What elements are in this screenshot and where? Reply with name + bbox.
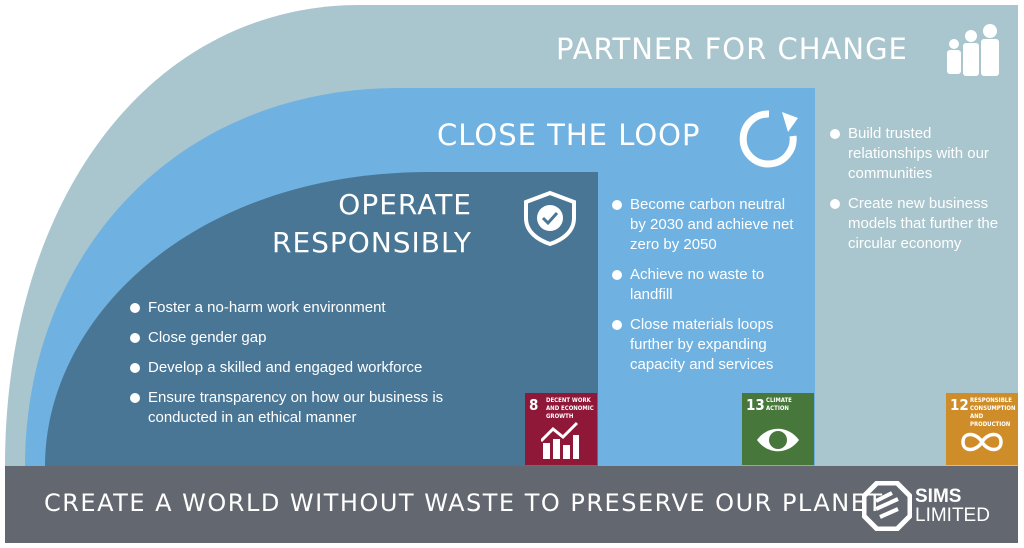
partner-title: PARTNER FOR CHANGE <box>556 32 908 66</box>
list-item: Achieve no waste to landfill <box>610 265 800 305</box>
people-icon <box>947 24 999 76</box>
loop-bullets: Become carbon neutral by 2030 and achiev… <box>610 195 800 385</box>
logo-line1: SIMS <box>915 486 962 507</box>
list-item: Close materials loops further by expandi… <box>610 315 800 375</box>
sims-logo-icon <box>862 481 912 531</box>
growth-chart-icon <box>541 421 579 459</box>
sdg-label: RESPONSIBLE CONSUMPTION AND PRODUCTION <box>970 397 1016 428</box>
list-item: Ensure transparency on how our business … <box>128 388 468 428</box>
list-item: Close gender gap <box>128 328 468 348</box>
partner-bullets: Build trusted relationships with our com… <box>828 124 1008 264</box>
sdg-label: CLIMATE ACTION <box>766 397 792 412</box>
loop-title: CLOSE THE LOOP <box>437 118 701 152</box>
list-item: Become carbon neutral by 2030 and achiev… <box>610 195 800 255</box>
eye-globe-icon <box>757 428 799 452</box>
list-item: Build trusted relationships with our com… <box>828 124 1008 184</box>
sdg-8-badge: 8 DECENT WORK AND ECONOMIC GROWTH <box>525 393 597 465</box>
operate-title: OPERATE RESPONSIBLY <box>240 186 472 262</box>
sdg-number: 8 <box>529 396 539 414</box>
sims-logo-text: SIMS LIMITED <box>915 487 990 525</box>
shield-check-icon <box>524 190 576 246</box>
sdg-number: 13 <box>746 396 765 414</box>
footer-tagline: CREATE A WORLD WITHOUT WASTE TO PRESERVE… <box>44 489 884 517</box>
sdg-number: 12 <box>950 396 969 414</box>
list-item: Develop a skilled and engaged workforce <box>128 358 468 378</box>
operate-title-line2: RESPONSIBLY <box>271 226 472 259</box>
logo-line2: LIMITED <box>915 505 990 526</box>
operate-title-line1: OPERATE <box>338 188 472 221</box>
operate-bullets: Foster a no-harm work environment Close … <box>128 298 468 438</box>
infinity-icon <box>961 432 1003 452</box>
operate-layer <box>45 172 598 466</box>
loop-arrow-icon <box>739 110 798 168</box>
footer-bar <box>5 466 1018 543</box>
list-item: Create new business models that further … <box>828 194 1008 254</box>
list-item: Foster a no-harm work environment <box>128 298 468 318</box>
sdg-label: DECENT WORK AND ECONOMIC GROWTH <box>546 397 594 420</box>
